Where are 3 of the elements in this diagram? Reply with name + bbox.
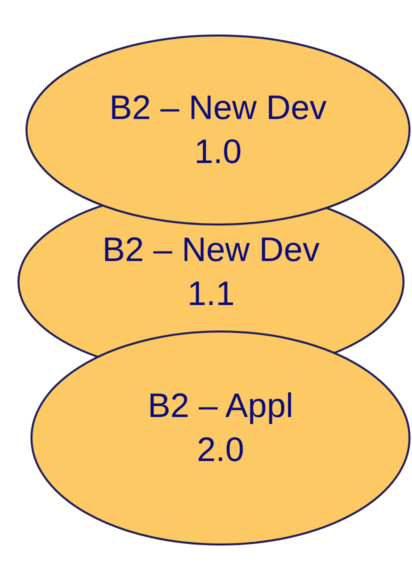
node-label: B2 – New Dev 1.0 bbox=[108, 88, 328, 173]
node-label: B2 – New Dev 1.1 bbox=[101, 230, 321, 315]
node-label: B2 – Appl 2.0 bbox=[146, 386, 294, 471]
